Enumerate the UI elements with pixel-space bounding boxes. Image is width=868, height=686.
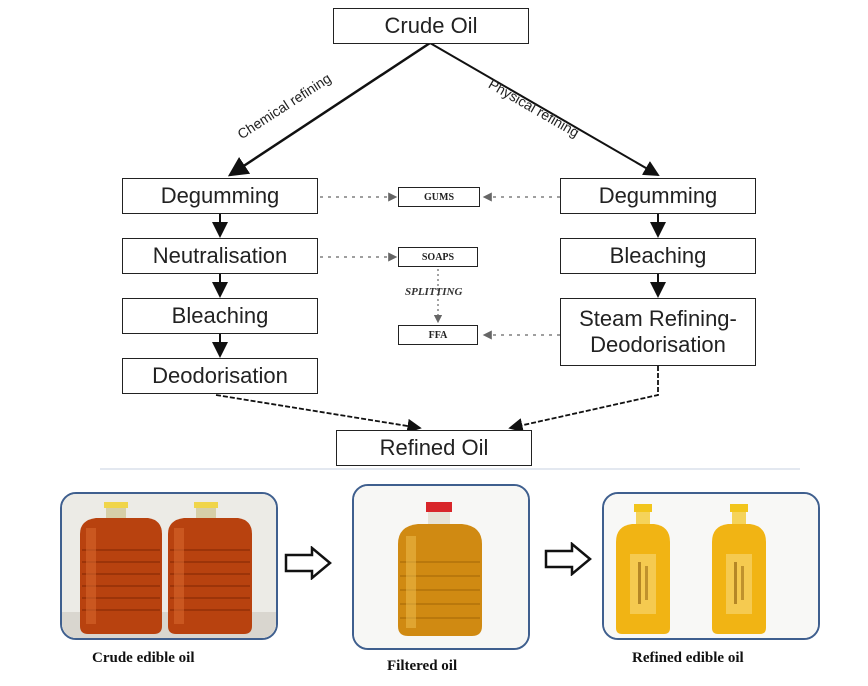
phys-bleaching-box: Bleaching — [560, 238, 756, 274]
chem-to-refined-arrow — [215, 394, 422, 434]
connector-layer — [212, 41, 666, 434]
crude-oil-caption: Crude edible oil — [92, 650, 195, 666]
filtered-oil-caption: Filtered oil — [387, 658, 458, 674]
splitting-label: SPLITTING — [405, 286, 463, 298]
refined-oil-photo — [602, 492, 820, 640]
chem-neutralisation-box: Neutralisation — [122, 238, 318, 274]
physical-refining-arrow — [429, 42, 660, 177]
ffa-box: FFA — [398, 325, 478, 345]
chemical-refining-arrow — [227, 41, 431, 177]
refined-oil-bottles-image — [604, 494, 818, 638]
filtered-oil-photo — [352, 484, 530, 650]
refined-oil-caption: Refined edible oil — [632, 650, 744, 666]
phys-degumming-box: Degumming — [560, 178, 756, 214]
phys-to-refined-arrow — [508, 366, 659, 433]
process-arrow-2 — [544, 542, 592, 576]
phys-steam-refining-box: Steam Refining-Deodorisation — [560, 298, 756, 366]
chem-deodorisation-box: Deodorisation — [122, 358, 318, 394]
crude-oil-photo — [60, 492, 278, 640]
process-arrow-1 — [284, 546, 332, 580]
filtered-oil-bottle-image — [354, 486, 528, 648]
chem-bleaching-box: Bleaching — [122, 298, 318, 334]
refined-oil-box: Refined Oil — [336, 430, 532, 466]
chem-degumming-box: Degumming — [122, 178, 318, 214]
gums-box: GUMS — [398, 187, 480, 207]
soaps-box: SOAPS — [398, 247, 478, 267]
crude-oil-bottles-image — [62, 494, 276, 638]
crude-oil-box: Crude Oil — [333, 8, 529, 44]
section-divider — [100, 468, 800, 470]
